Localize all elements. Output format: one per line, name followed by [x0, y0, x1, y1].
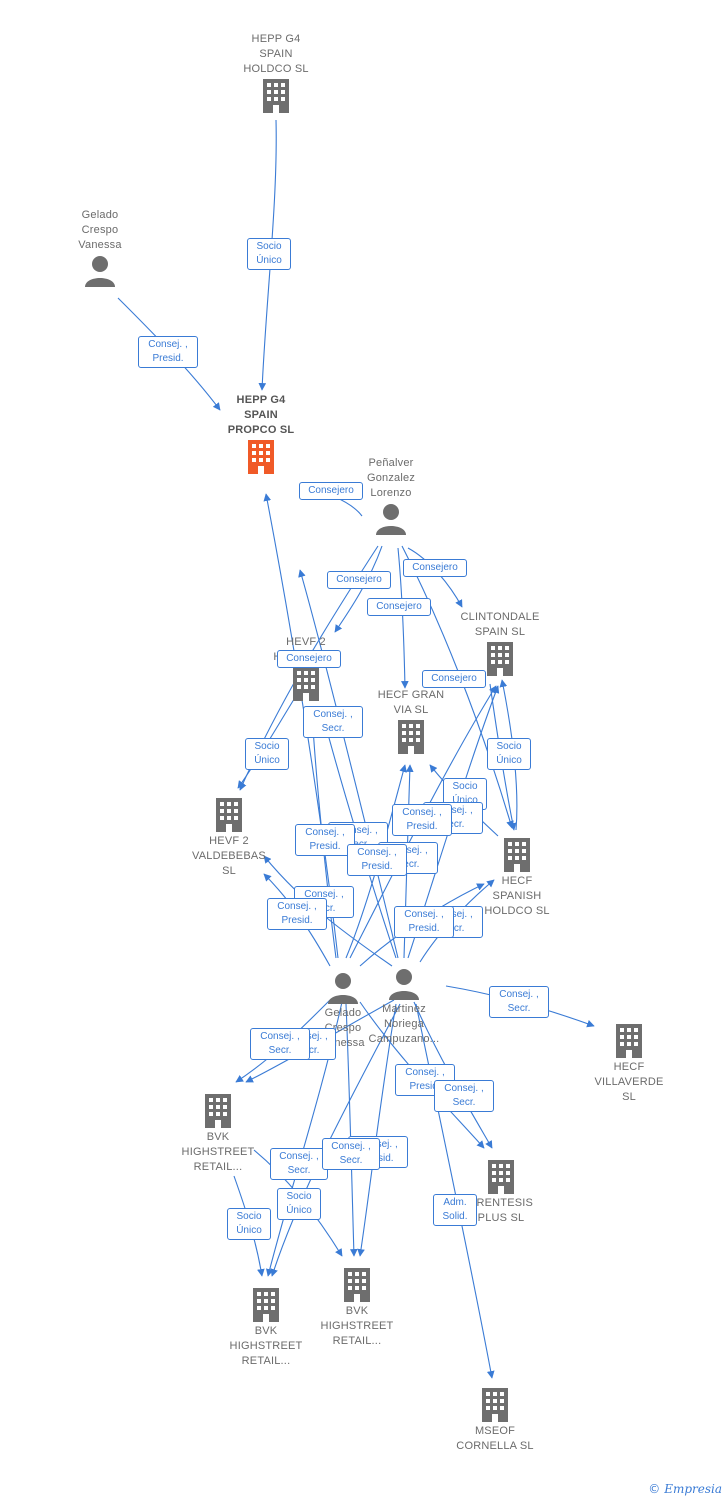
relation-tag[interactable]: Consej. , Presid.	[392, 804, 452, 836]
node-label: BVK HIGHSTREET RETAIL...	[229, 1325, 303, 1367]
copyright-symbol: ©	[648, 1482, 661, 1496]
relation-tag[interactable]: Consejero	[327, 571, 391, 589]
relation-tag[interactable]: Consejero	[403, 559, 467, 577]
node-hecf-villaverde[interactable]: HECF VILLAVERDE SL	[564, 1022, 694, 1105]
node-hecf-spanish-holdco[interactable]: HECF SPANISH HOLDCO SL	[452, 836, 582, 919]
node-label: Peñalver Gonzalez Lorenzo	[366, 457, 416, 499]
node-gelado-crespo-vanessa-top[interactable]: Gelado Crespo Vanessa	[35, 208, 165, 289]
node-hepp-g4-spain-propco[interactable]: HEPP G4 SPAIN PROPCO SL	[196, 393, 326, 476]
node-label: HECF VILLAVERDE SL	[594, 1061, 664, 1103]
relation-tag[interactable]: Consej. , Secr.	[303, 706, 363, 738]
person-icon	[389, 969, 419, 1000]
relation-tag[interactable]: Consej. , Presid.	[138, 336, 198, 368]
relation-tag[interactable]: Consej. , Presid.	[394, 906, 454, 938]
node-label: Martinez Noriega Campuzano...	[368, 1003, 440, 1045]
building-icon	[263, 79, 289, 113]
node-hecf-gran-via[interactable]: HECF GRAN VIA SL	[346, 688, 476, 756]
node-label: Gelado Crespo Vanessa	[78, 209, 122, 251]
building-icon	[504, 838, 530, 872]
node-martinez-noriega-campuzano[interactable]: Martinez Noriega Campuzano...	[339, 966, 469, 1047]
node-label: HECF GRAN VIA SL	[377, 689, 445, 716]
building-icon	[482, 1388, 508, 1422]
building-icon	[293, 667, 319, 701]
node-bvk-highstreet-retail-a[interactable]: BVK HIGHSTREET RETAIL...	[153, 1092, 283, 1175]
relation-tag[interactable]: Consejero	[299, 482, 363, 500]
building-icon	[344, 1268, 370, 1302]
building-icon	[253, 1288, 279, 1322]
node-clintondale-spain[interactable]: CLINTONDALE SPAIN SL	[435, 610, 565, 678]
node-penalver-gonzalez-lorenzo[interactable]: Peñalver Gonzalez Lorenzo	[326, 456, 456, 537]
relation-tag[interactable]: Consejero	[422, 670, 486, 688]
edge-penalver-holdco	[334, 545, 383, 633]
edge-martinez-mseof	[415, 1003, 495, 1379]
relation-tag[interactable]: Consej. , Presid.	[267, 898, 327, 930]
node-bvk-highstreet-retail-b[interactable]: BVK HIGHSTREET RETAIL...	[201, 1286, 331, 1369]
relation-tag[interactable]: Consej. , Secr.	[489, 986, 549, 1018]
relation-tag[interactable]: Consej. , Presid.	[347, 844, 407, 876]
building-icon	[616, 1024, 642, 1058]
relation-tag[interactable]: Socio Único	[227, 1208, 271, 1240]
node-hevf2-valdebebas[interactable]: HEVF 2 VALDEBEBAS SL	[164, 796, 294, 879]
node-label: HECF SPANISH HOLDCO SL	[484, 875, 550, 917]
building-icon	[205, 1094, 231, 1128]
node-label: MSEOF CORNELLA SL	[456, 1425, 534, 1452]
node-label: BVK HIGHSTREET RETAIL...	[181, 1131, 255, 1173]
relation-tag[interactable]: Consej. , Secr.	[322, 1138, 380, 1170]
building-icon	[216, 798, 242, 832]
relation-tag[interactable]: Socio Único	[277, 1188, 321, 1220]
building-icon	[398, 720, 424, 754]
relation-tag[interactable]: Socio Único	[247, 238, 291, 270]
node-label: ARENTESIS PLUS SL	[468, 1197, 534, 1224]
node-bvk-highstreet-retail-c[interactable]: BVK HIGHSTREET RETAIL...	[292, 1266, 422, 1349]
building-icon	[488, 1160, 514, 1194]
person-icon	[376, 504, 406, 535]
node-label: BVK HIGHSTREET RETAIL...	[320, 1305, 394, 1347]
node-label: HEPP G4 SPAIN HOLDCO SL	[243, 33, 309, 75]
building-icon	[248, 440, 274, 474]
relation-tag[interactable]: Socio Único	[245, 738, 289, 770]
node-label: HEPP G4 SPAIN PROPCO SL	[227, 394, 295, 436]
relation-tag[interactable]: Consejero	[277, 650, 341, 668]
person-icon	[328, 973, 358, 1004]
node-mseof-cornella[interactable]: MSEOF CORNELLA SL	[430, 1386, 560, 1454]
brand-logo: ©Empresia	[648, 1482, 722, 1496]
node-hepp-g4-spain-holdco[interactable]: HEPP G4 SPAIN HOLDCO SL	[211, 32, 341, 115]
node-arentesis-plus[interactable]: ARENTESIS PLUS SL	[436, 1158, 566, 1226]
relation-tag[interactable]: Consej. , Secr.	[250, 1028, 310, 1060]
building-icon	[487, 642, 513, 676]
relation-tag[interactable]: Consej. , Secr.	[270, 1148, 328, 1180]
relation-tag[interactable]: Consej. , Secr.	[434, 1080, 494, 1112]
relation-tag[interactable]: Consej. , Presid.	[295, 824, 355, 856]
brand-name: Empresia	[664, 1482, 722, 1496]
relation-tag[interactable]: Socio Único	[487, 738, 531, 770]
node-label: HEVF 2 VALDEBEBAS SL	[192, 835, 266, 877]
relation-tag[interactable]: Adm. Solid.	[433, 1194, 477, 1226]
node-label: CLINTONDALE SPAIN SL	[460, 611, 540, 638]
relation-tag[interactable]: Consejero	[367, 598, 431, 616]
person-icon	[85, 256, 115, 287]
